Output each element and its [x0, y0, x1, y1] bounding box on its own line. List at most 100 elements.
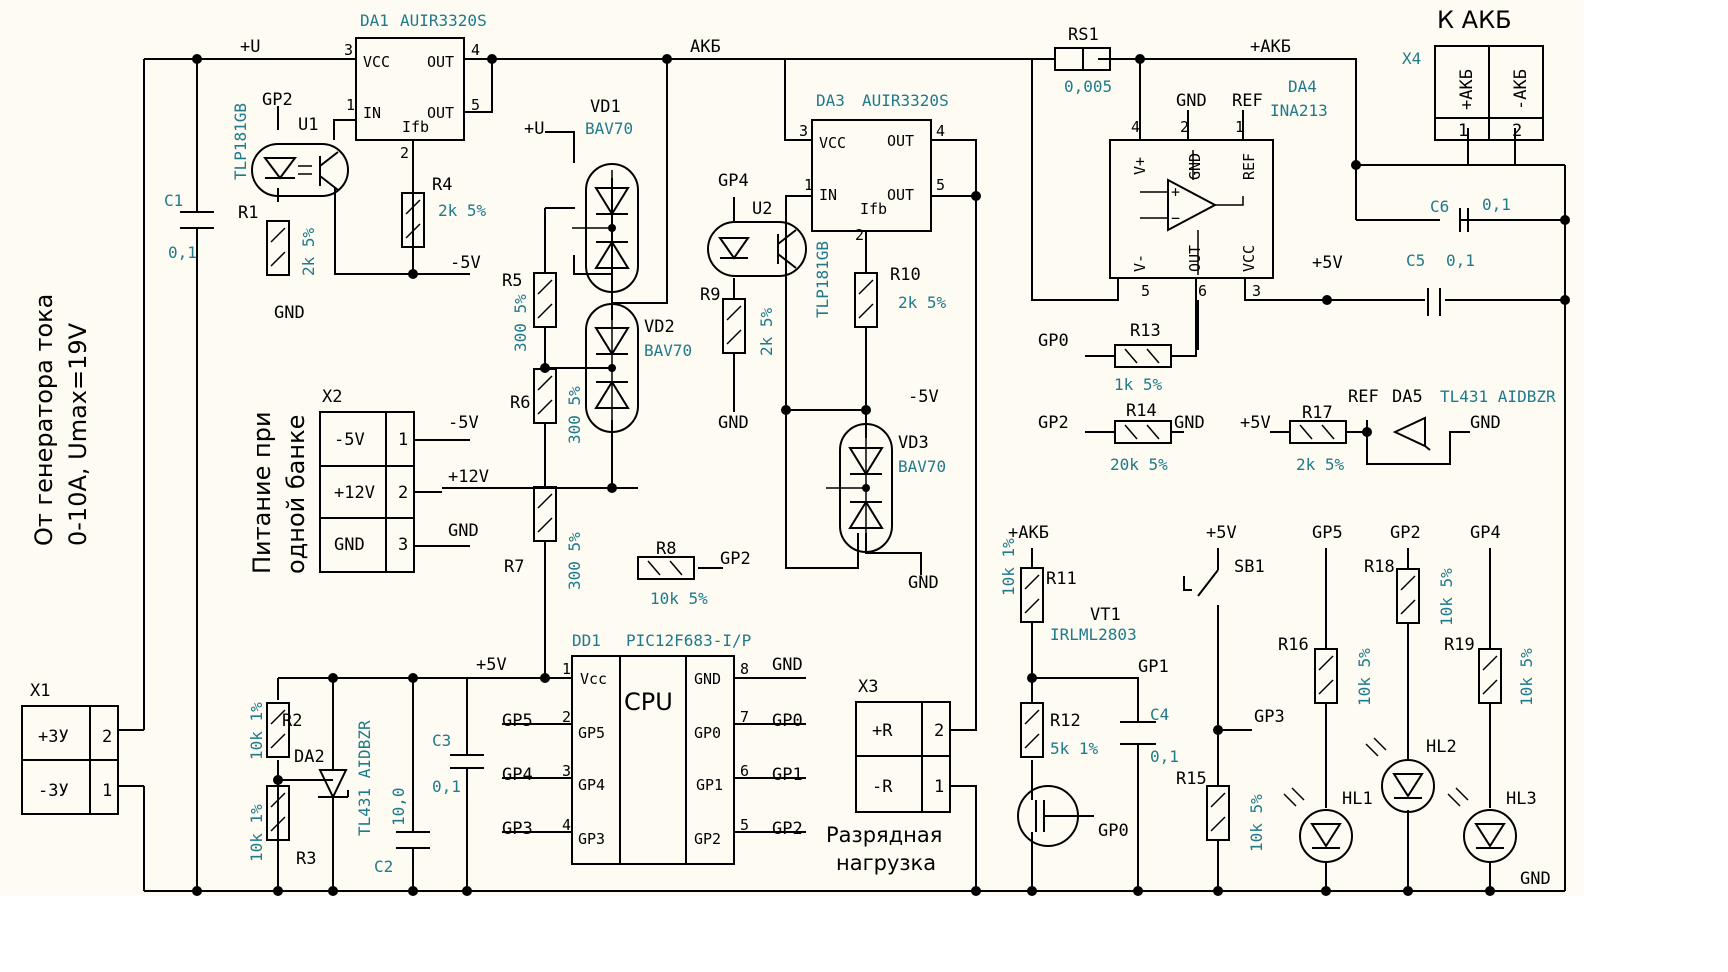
u-plus-label: +U	[240, 37, 260, 57]
leds-layer	[1283, 737, 1517, 863]
svg-text:OUT: OUT	[1186, 245, 1204, 272]
svg-text:+АКБ: +АКБ	[1008, 523, 1049, 543]
svg-text:1: 1	[804, 176, 813, 194]
r19-resistor	[1478, 648, 1502, 704]
svg-text:C2: C2	[374, 857, 393, 876]
svg-text:C1: C1	[164, 191, 183, 210]
akb-plus-label: +АКБ	[1250, 37, 1291, 57]
svg-text:нагрузка: нагрузка	[836, 851, 936, 875]
svg-text:0,005: 0,005	[1064, 77, 1112, 96]
svg-text:GND: GND	[448, 521, 479, 541]
c2-capacitor: C2 10,0	[374, 787, 430, 876]
da1-chip: DA1 AUIR3320S VCC IN OUT OUT Ifb 3 1 4 5…	[344, 11, 487, 162]
sb1-button[interactable]: +5V SB1	[1183, 523, 1265, 597]
r17-resistor	[1289, 420, 1347, 444]
rail-labels: +U АКБ +АКБ	[240, 37, 1291, 57]
da1-part: AUIR3320S	[400, 11, 487, 30]
svg-text:10,0: 10,0	[389, 787, 408, 826]
svg-text:X3: X3	[858, 677, 878, 697]
svg-text:R2: R2	[282, 711, 302, 731]
svg-text:BAV70: BAV70	[644, 341, 692, 360]
source-caption-1: От генератора тока	[30, 294, 58, 546]
svg-text:R8: R8	[656, 539, 676, 559]
svg-text:R5: R5	[502, 271, 522, 291]
c1-capacitor: C1 0,1	[164, 191, 214, 262]
source-caption-2: 0-10A, Umax=19V	[64, 322, 92, 546]
da4-chip: + − DA4 INA213 GND REF 4 2 1 5 6 3 V+ GN…	[1109, 77, 1328, 300]
vt1-mosfet: VT1 IRLML2803 GP0	[1017, 605, 1137, 847]
svg-text:1: 1	[1458, 121, 1468, 141]
svg-text:PIC12F683-I/P: PIC12F683-I/P	[626, 631, 751, 650]
svg-text:C5: C5	[1406, 251, 1425, 270]
svg-text:TL431 AIDBZR: TL431 AIDBZR	[355, 720, 374, 836]
r4-resistor	[401, 192, 425, 248]
svg-text:R6: R6	[510, 393, 530, 413]
svg-text:GP4: GP4	[502, 765, 533, 785]
akb-label: АКБ	[690, 37, 721, 57]
svg-text:GP0: GP0	[694, 724, 721, 742]
svg-text:GP4: GP4	[1470, 523, 1501, 543]
svg-text:GP5: GP5	[502, 711, 533, 731]
svg-text:GP1: GP1	[696, 776, 723, 794]
u1-optocoupler: GP2 U1 TLP181GB	[231, 90, 349, 197]
svg-text:10k 5%: 10k 5%	[1517, 648, 1536, 706]
svg-text:3: 3	[344, 41, 353, 59]
svg-text:IRLML2803: IRLML2803	[1050, 625, 1137, 644]
svg-text:GND: GND	[1470, 413, 1501, 433]
svg-text:3: 3	[799, 122, 808, 140]
svg-text:DA2: DA2	[294, 747, 325, 767]
x1-connector: X1 +3У -3У 2 1	[21, 681, 119, 815]
svg-text:OUT: OUT	[887, 186, 914, 204]
vd1-diode-pair	[572, 163, 639, 293]
vd2-diode-pair	[572, 303, 639, 433]
u2-optocoupler: GP4 U2 TLP181GB	[707, 171, 832, 318]
svg-text:300 5%: 300 5%	[511, 294, 530, 352]
svg-text:1: 1	[934, 777, 944, 797]
svg-text:C3: C3	[432, 731, 451, 750]
svg-text:VT1: VT1	[1090, 605, 1121, 625]
da3-part: AUIR3320S	[862, 91, 949, 110]
svg-text:2: 2	[1180, 118, 1189, 136]
svg-text:GP2: GP2	[694, 830, 721, 848]
svg-text:5: 5	[936, 176, 945, 194]
svg-text:R14: R14	[1126, 401, 1157, 421]
svg-text:BAV70: BAV70	[585, 119, 633, 138]
svg-text:TL431 AIDBZR: TL431 AIDBZR	[1440, 387, 1556, 406]
svg-text:1: 1	[562, 660, 571, 678]
r13-resistor	[1114, 344, 1172, 368]
cpu-label: CPU	[624, 688, 673, 716]
svg-text:R7: R7	[504, 557, 524, 577]
svg-text:U2: U2	[752, 199, 772, 219]
svg-text:10k 1%: 10k 1%	[247, 702, 266, 760]
r5-resistor	[533, 272, 557, 328]
svg-text:R15: R15	[1176, 769, 1207, 789]
svg-text:GP2: GP2	[262, 90, 293, 110]
svg-text:GP2: GP2	[1390, 523, 1421, 543]
svg-text:VD2: VD2	[644, 317, 675, 337]
svg-text:2: 2	[398, 483, 408, 503]
svg-text:GND: GND	[1174, 413, 1205, 433]
r3-resistor	[266, 785, 290, 841]
diode-labels: VD1 BAV70 +U VD2 BAV70 VD3 BAV70	[524, 97, 946, 476]
rs1-shunt: RS1 0,005	[1054, 25, 1112, 96]
bav70-diodes	[572, 163, 893, 553]
svg-text:GP4: GP4	[578, 776, 605, 794]
svg-text:2k 5%: 2k 5%	[757, 307, 776, 356]
svg-text:IN: IN	[363, 104, 381, 122]
r8-resistor	[637, 556, 695, 580]
svg-text:3: 3	[1252, 282, 1261, 300]
svg-text:2: 2	[102, 727, 112, 747]
svg-text:1: 1	[398, 430, 408, 450]
svg-text:GP0: GP0	[1098, 821, 1129, 841]
svg-text:0,1: 0,1	[1150, 747, 1179, 766]
svg-text:300 5%: 300 5%	[565, 386, 584, 444]
svg-text:2: 2	[934, 721, 944, 741]
svg-text:0,1: 0,1	[1446, 251, 1475, 270]
svg-text:7: 7	[740, 708, 749, 726]
svg-text:Питание при: Питание при	[248, 411, 276, 574]
svg-text:OUT: OUT	[427, 53, 454, 71]
svg-text:+U: +U	[524, 119, 544, 139]
da1-ref: DA1	[360, 11, 389, 30]
svg-text:+АКБ: +АКБ	[1457, 69, 1477, 110]
